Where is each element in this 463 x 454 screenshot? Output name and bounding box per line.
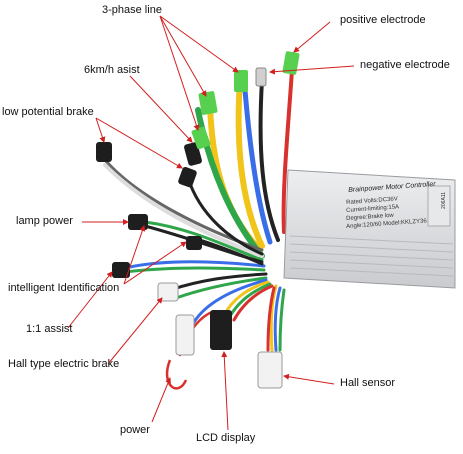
label-lamp-power: lamp power: [16, 215, 73, 227]
label-lcd-display: LCD display: [196, 432, 256, 444]
wire-bundle: [103, 68, 294, 357]
label-intelligent-identification: intelligent Identification: [8, 282, 120, 294]
phase-connector-3: [191, 126, 211, 150]
low-brake-connector-1: [96, 142, 112, 162]
label-assist: 1:1 assist: [26, 323, 73, 335]
label-speed-assist: 6km/h asist: [84, 64, 140, 76]
label-power: power: [120, 424, 150, 436]
lcd-connector: [210, 310, 232, 350]
label-hall-brake: Hall type electric brake: [8, 358, 120, 370]
phase-connector-1: [198, 91, 218, 115]
label-positive-electrode: positive electrode: [340, 14, 426, 26]
phase-connector-2: [234, 70, 248, 92]
connectors: [96, 51, 300, 390]
label-hall-sensor: Hall sensor: [340, 377, 396, 389]
callout-lines: [67, 15, 355, 431]
identification-connector: [186, 236, 202, 250]
low-brake-connector-2: [178, 166, 197, 188]
power-loop-wire: [165, 359, 188, 390]
power-connector: [175, 314, 195, 356]
controller-box: [283, 169, 456, 289]
negative-connector: [255, 67, 267, 87]
controller-serial: 206A11: [441, 192, 447, 209]
lamp-connector: [128, 214, 148, 230]
hall-brake-connector: [157, 282, 179, 302]
positive-connector: [282, 51, 300, 75]
label-negative-electrode: negative electrode: [360, 59, 450, 71]
label-low-potential-brake: low potential brake: [2, 106, 94, 118]
hall-sensor-connector: [257, 351, 283, 389]
label-three-phase: 3-phase line: [102, 4, 162, 16]
assist-connector: [112, 262, 130, 278]
